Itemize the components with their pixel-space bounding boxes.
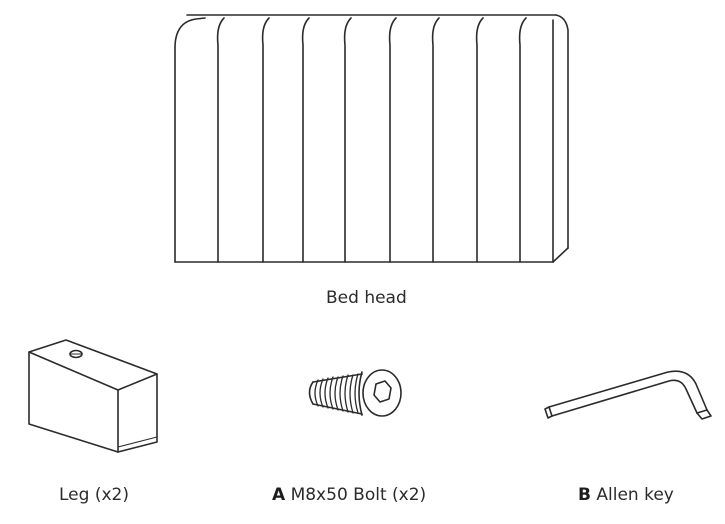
bolt-label: A M8x50 Bolt (x2) bbox=[272, 485, 426, 505]
allen-key-drawing bbox=[544, 370, 712, 420]
bed-head-drawing bbox=[174, 14, 569, 263]
allen-key-label-text: Allen key bbox=[596, 485, 674, 505]
bed-head-label: Bed head bbox=[326, 288, 407, 308]
bolt-label-text: M8x50 Bolt (x2) bbox=[290, 485, 427, 505]
bolt-drawing bbox=[308, 369, 402, 417]
leg-label: Leg (x2) bbox=[59, 485, 129, 505]
allen-key-letter: B bbox=[578, 485, 591, 505]
bolt-letter: A bbox=[272, 485, 286, 505]
leg-block-drawing bbox=[28, 339, 158, 453]
allen-key-label: B Allen key bbox=[578, 485, 674, 505]
